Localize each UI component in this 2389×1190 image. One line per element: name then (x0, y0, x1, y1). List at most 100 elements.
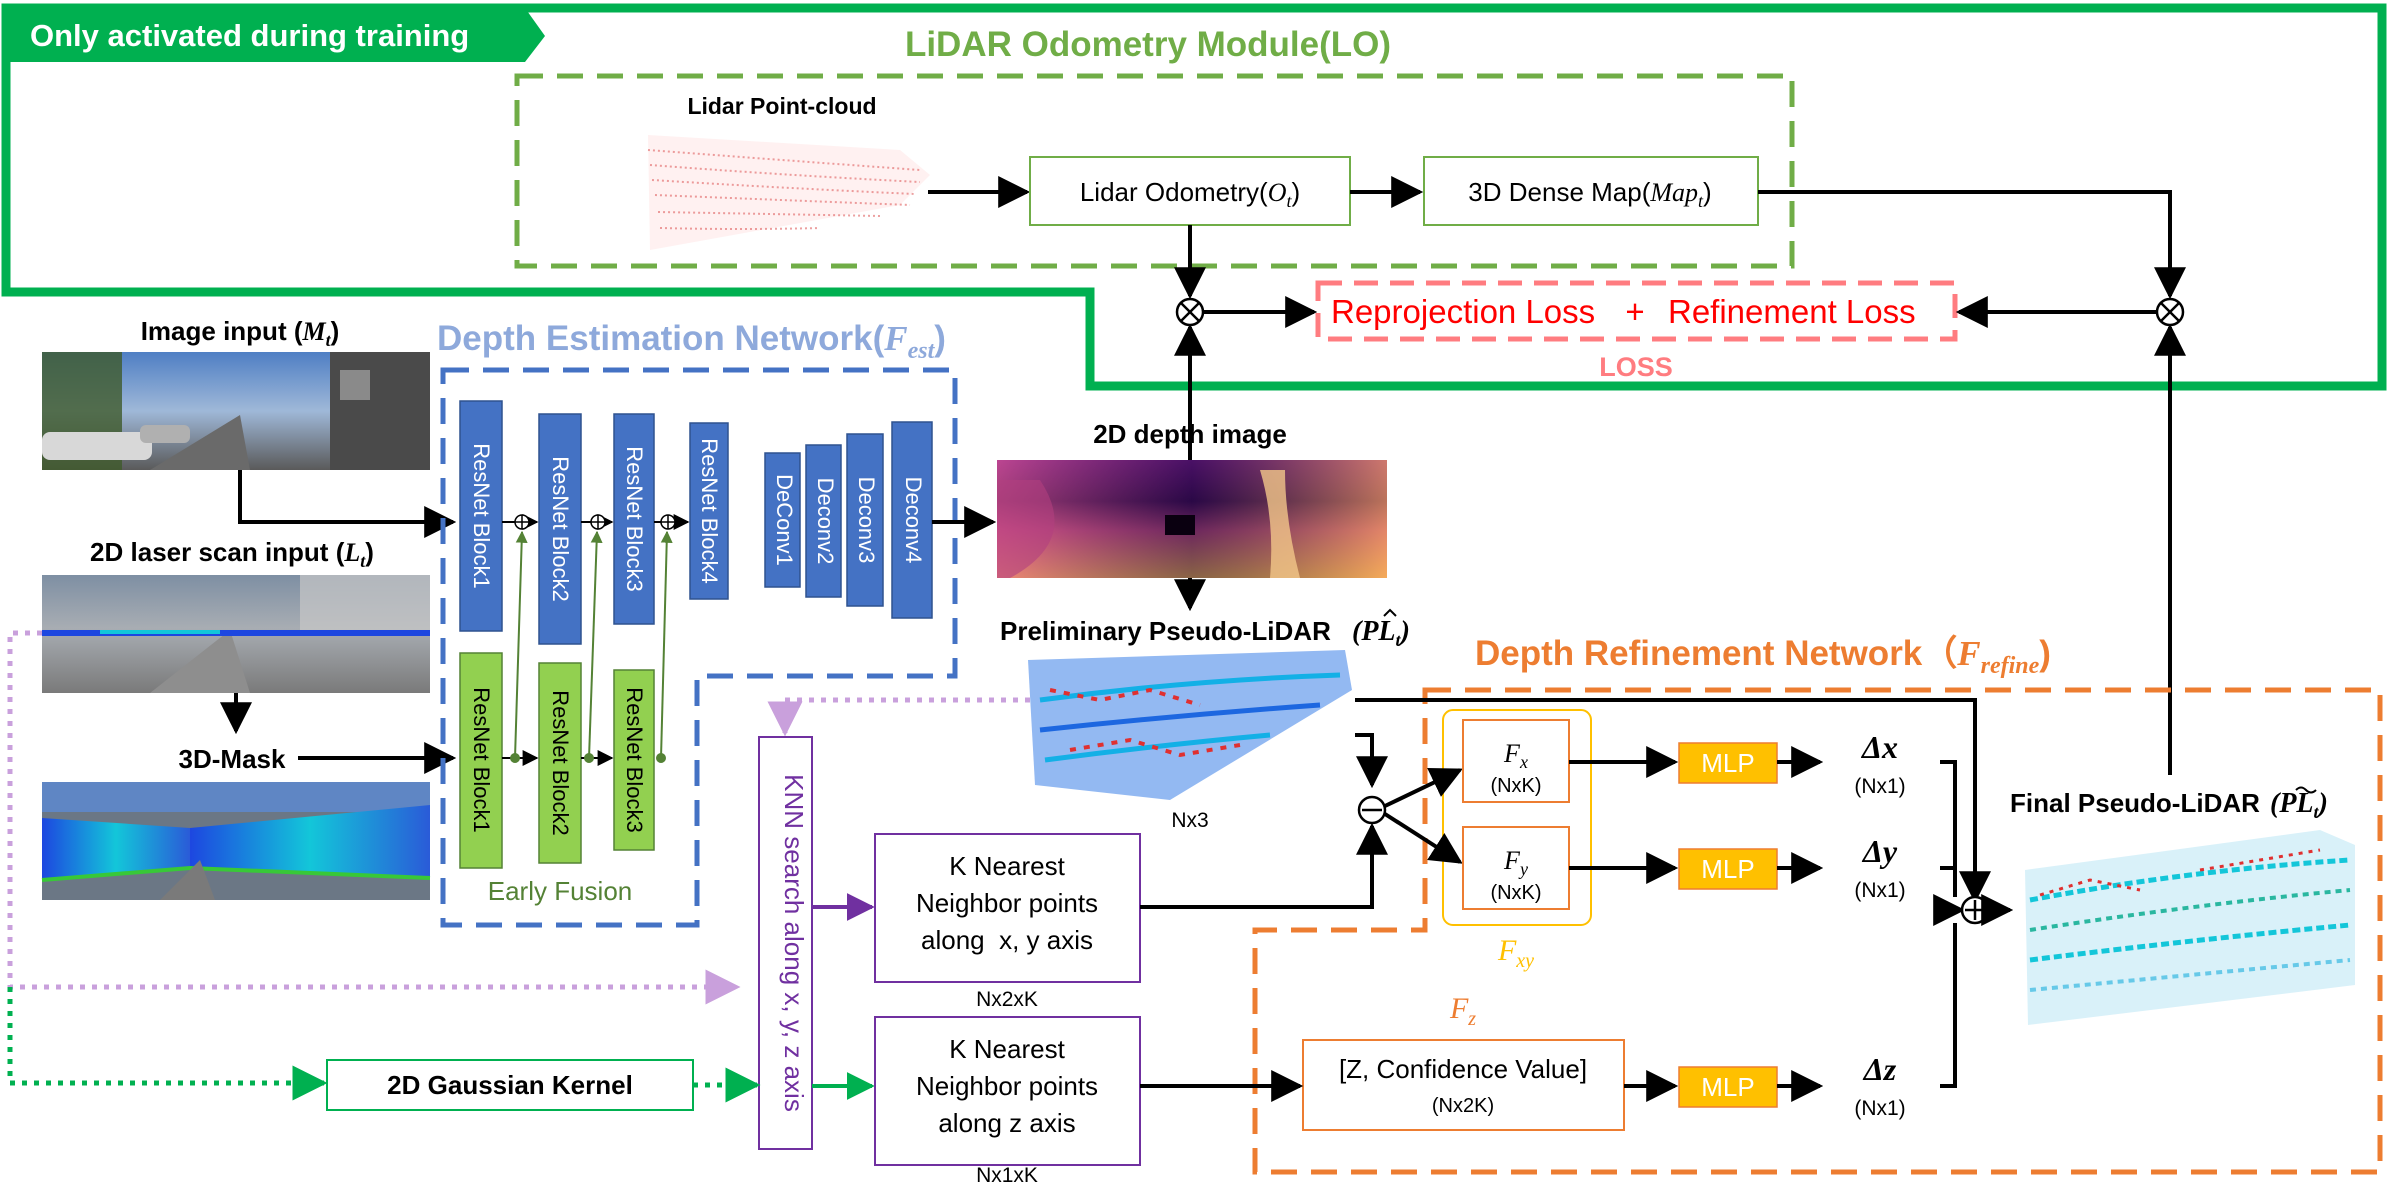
loss-plus: + (1625, 293, 1644, 330)
resnet-block-1: ResNet Block1 (459, 400, 503, 632)
knn-xy-size: Nx2xK (976, 988, 1038, 1011)
training-boundary (1, 3, 2387, 391)
laser-input-label: 2D laser scan input (Lt) (90, 537, 374, 571)
mlp-x: MLP (1678, 742, 1778, 784)
svg-text:MLP: MLP (1701, 854, 1754, 884)
ominus-node (1357, 795, 1387, 825)
knn-z-line2: Neighbor points (916, 1071, 1098, 1101)
lo-module-frame (514, 73, 1795, 269)
delta-z: Δz (1862, 1051, 1897, 1087)
fx-dim: (NxK) (1490, 775, 1541, 797)
lidar-pointcloud-label: Lidar Point-cloud (687, 93, 876, 119)
svg-text:ResNet Block1: ResNet Block1 (469, 443, 494, 589)
knn-xy-line3: along x, y axis (921, 925, 1093, 955)
laser-gaussian-dotted-path (7, 987, 328, 1101)
fx-symbol: Fx (1503, 739, 1528, 772)
oplus-den-2 (590, 514, 606, 530)
lidar-odometry-box (1029, 156, 1351, 226)
resnet-block-3: ResNet Block3 (613, 413, 655, 625)
drn-title: Depth Refinement Network（Frefine) (1475, 634, 2051, 679)
fusion-dot-2 (584, 753, 594, 763)
fx-box (1462, 719, 1570, 803)
preliminary-label: Preliminary Pseudo-LiDAR (1000, 616, 1331, 646)
mask-label: 3D-Mask (179, 744, 286, 774)
fy-symbol: Fy (1503, 846, 1528, 879)
early-fusion-block-3: ResNet Block3 (613, 669, 655, 851)
svg-text:ResNet Block3: ResNet Block3 (622, 687, 647, 833)
svg-text:DeConv1: DeConv1 (772, 474, 797, 566)
svg-text:MLP: MLP (1701, 748, 1754, 778)
den-title: Depth Estimation Network(Fest) (437, 319, 946, 364)
training-banner-text: Only activated during training (30, 18, 469, 53)
refinement-loss-label: Refinement Loss (1668, 293, 1916, 330)
zconf-box (1302, 1039, 1625, 1131)
mlp-y: MLP (1678, 848, 1778, 890)
den-frame (440, 367, 958, 928)
svg-text:Deconv2: Deconv2 (813, 478, 838, 565)
fy-dim: (NxK) (1490, 882, 1541, 904)
final-pointcloud (2025, 830, 2355, 1025)
knn-z-line3: along z axis (938, 1108, 1075, 1138)
resnet-block-4: ResNet Block4 (689, 422, 729, 600)
otimes-right (2155, 297, 2185, 327)
arrow-ominus-fx (1384, 768, 1463, 808)
delta-x: Δx (1860, 729, 1898, 765)
svg-text:ResNet Block4: ResNet Block4 (697, 438, 722, 584)
delta-merge-lines (1933, 760, 1966, 1088)
final-tilde (2295, 786, 2317, 794)
image-input-label: Image input (Mt) (141, 316, 340, 350)
fy-box (1462, 826, 1570, 910)
zconf-label: [Z, Confidence Value] (1339, 1054, 1587, 1084)
dense-map-box (1423, 156, 1759, 226)
lidar-pointcloud-image (647, 135, 930, 250)
early-fusion-block-1: ResNet Block1 (459, 652, 503, 869)
training-banner (6, 8, 545, 62)
arrow-knnxy-ominus (1140, 822, 1388, 909)
dense-map-label: 3D Dense Map(Mapt) (1468, 177, 1711, 211)
arrow-preliminary-ominus (1355, 733, 1388, 789)
early-fusion-label: Early Fusion (488, 876, 633, 906)
preliminary-hat (1383, 608, 1397, 617)
svg-text:Deconv3: Deconv3 (854, 477, 879, 564)
early-fusion-block-2: ResNet Block2 (538, 662, 582, 864)
fxy-label: Fxy (1497, 934, 1534, 972)
deconv-3: Deconv3 (846, 433, 884, 607)
image-input-photo (42, 352, 430, 470)
svg-text:ResNet Block3: ResNet Block3 (622, 446, 647, 592)
depth-image (997, 460, 1387, 578)
svg-text:ResNet Block2: ResNet Block2 (548, 456, 573, 602)
lidar-odometry-label: Lidar Odometry(Ot) (1080, 177, 1300, 211)
final-symbol: (PLt) (2270, 788, 2328, 822)
svg-text:Deconv4: Deconv4 (901, 477, 926, 564)
arrow-preliminary-final (1355, 698, 1991, 904)
arrow-image-den (238, 470, 457, 538)
resnet-block-2: ResNet Block2 (538, 413, 582, 645)
preliminary-pointcloud (1028, 650, 1352, 800)
mlp-z: MLP (1678, 1066, 1778, 1108)
mask-photo (41, 782, 431, 900)
preliminary-symbol: (PLt) (1352, 616, 1410, 650)
oplus-den-1 (514, 514, 530, 530)
delta-y-dim: (Nx1) (1854, 879, 1905, 902)
preliminary-knn-dotted-path (767, 697, 1030, 737)
arrow-ominus-fy (1383, 812, 1463, 864)
oplus-den-3 (660, 514, 676, 530)
drn-frame (1252, 687, 2383, 1175)
zconf-dim: (Nx2K) (1432, 1095, 1494, 1117)
knn-search-box (758, 736, 813, 1150)
svg-text:ResNet Block2: ResNet Block2 (548, 690, 573, 836)
early-fusion-links (514, 530, 673, 759)
arrow-densemap-otimes (1758, 190, 2186, 300)
delta-x-dim: (Nx1) (1854, 775, 1905, 798)
knn-z-box (874, 1016, 1141, 1166)
knn-z-size: Nx1xK (976, 1164, 1038, 1187)
knn-xy-line1: K Nearest (949, 851, 1065, 881)
knn-xy-box (874, 833, 1141, 983)
oplus-final (1960, 895, 1990, 925)
final-label: Final Pseudo-LiDAR (2010, 788, 2260, 818)
fusion-dot-3 (656, 753, 666, 763)
deconv-2: Deconv2 (805, 444, 842, 598)
knn-xy-line2: Neighbor points (916, 888, 1098, 918)
